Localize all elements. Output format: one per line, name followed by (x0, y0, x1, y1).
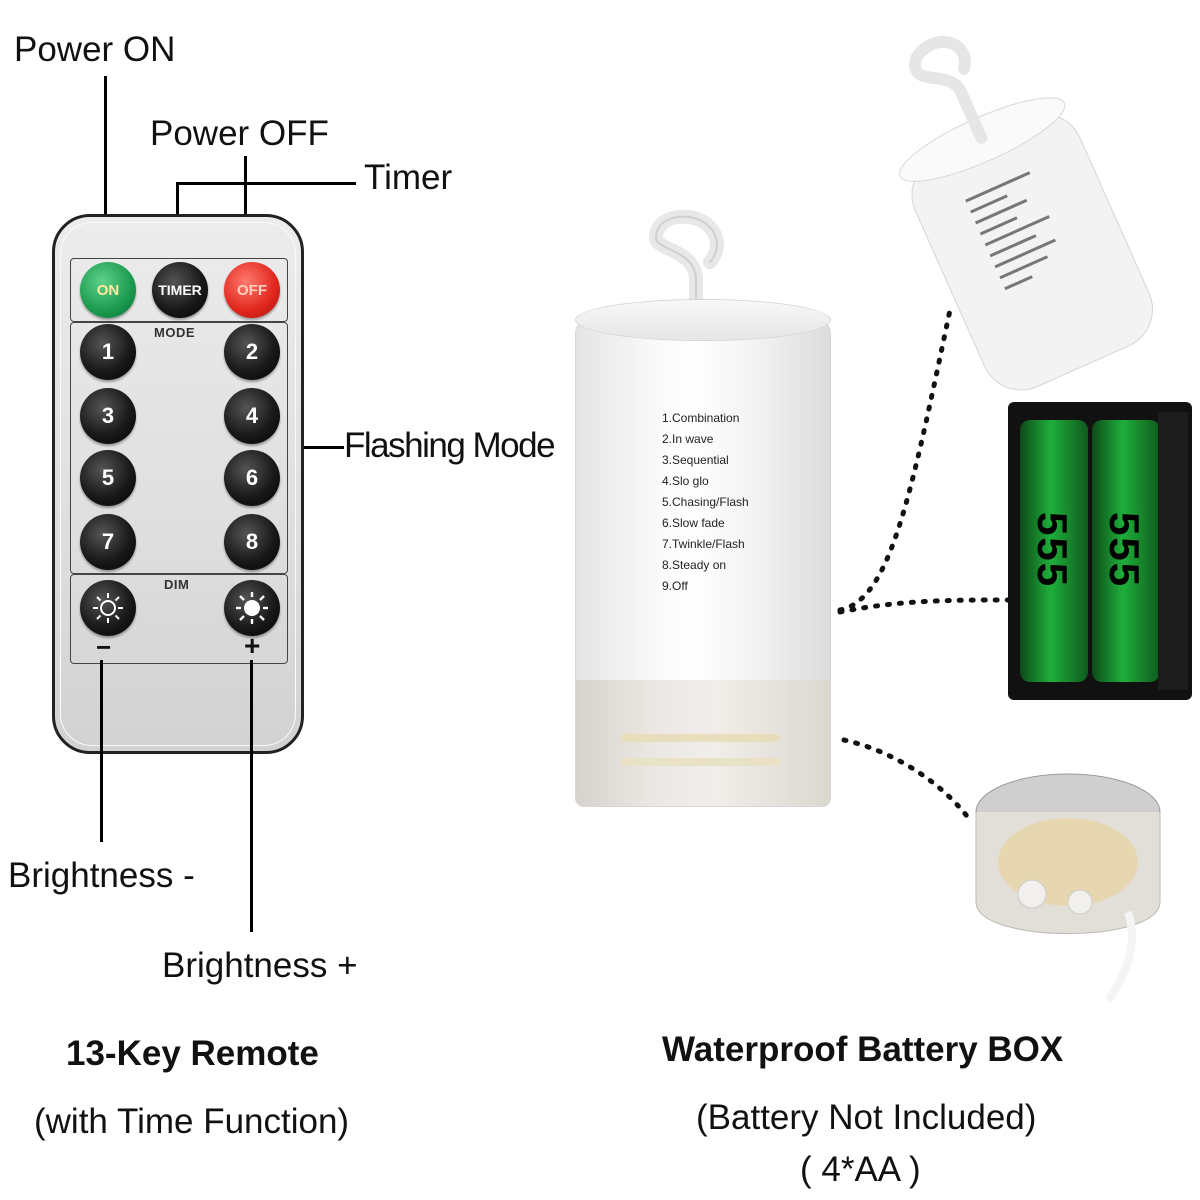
brightness-down-key[interactable] (80, 580, 136, 636)
timer-leader-line-h (176, 182, 356, 185)
flashing-mode-leader-line (288, 446, 344, 449)
brightness-up-key[interactable] (224, 580, 280, 636)
dotted-connector-lines (837, 307, 1011, 823)
mode-key-8[interactable]: 8 (224, 514, 280, 570)
battery-box-title: Waterproof Battery BOX (662, 1030, 1064, 1069)
power-on-key[interactable]: ON (80, 262, 136, 318)
brightness-minus-callout: Brightness - (8, 856, 195, 895)
battery-label: 555 (1029, 512, 1076, 589)
power-on-leader-line (104, 76, 107, 266)
remote-control-highlight (60, 222, 296, 746)
power-off-key[interactable]: OFF (224, 262, 280, 318)
mode-key-3[interactable]: 3 (80, 388, 136, 444)
mode-key-2[interactable]: 2 (224, 324, 280, 380)
mode-list-item: 4.Slo glo (662, 474, 709, 488)
power-off-callout: Power OFF (150, 114, 329, 153)
power-off-leader-line (244, 156, 247, 264)
mode-list-item: 8.Steady on (662, 558, 727, 572)
battery-box-cap-view (958, 752, 1188, 1003)
mode-list-item: 7.Twinkle/Flash (662, 537, 745, 551)
power-key-panel (70, 258, 288, 322)
mode-list-item: 3.Sequential (662, 453, 729, 467)
dim-key-panel (70, 574, 288, 664)
battery-box-subtitle: (Battery Not Included) (696, 1098, 1037, 1137)
battery-quantity: ( 4*AA ) (800, 1150, 921, 1189)
mode-list-item: 5.Chasing/Flash (662, 495, 749, 509)
flashing-mode-callout: Flashing Mode (344, 426, 556, 465)
mode-key-4[interactable]: 4 (224, 388, 280, 444)
battery-box-back-illustration (899, 35, 1153, 391)
hanging-hook-icon (648, 210, 724, 327)
remote-subtitle: (with Time Function) (34, 1102, 350, 1141)
mode-list-item: 2.In wave (662, 432, 714, 446)
cap-illustration (975, 773, 1161, 1003)
mode-list-item: 1.Combination (662, 411, 740, 425)
mode-label: MODE (154, 325, 195, 340)
flashing-mode-list: 1.Combination 2.In wave 3.Sequential 4.S… (662, 408, 749, 597)
timer-callout: Timer (364, 158, 453, 197)
minus-marker: − (96, 632, 112, 662)
battery-box-back-view (858, 20, 1178, 400)
sun-bright-icon (236, 592, 268, 624)
mode-key-6[interactable]: 6 (224, 450, 280, 506)
mode-list-item: 9.Off (662, 579, 688, 593)
power-on-callout: Power ON (14, 30, 176, 69)
battery-holder: 555 555 (1008, 402, 1192, 700)
mode-key-5[interactable]: 5 (80, 450, 136, 506)
brightness-plus-leader-line (250, 660, 253, 932)
mode-list-item: 6.Slow fade (662, 516, 725, 530)
dim-label: DIM (164, 577, 190, 592)
mode-key-1[interactable]: 1 (80, 324, 136, 380)
battery-label: 555 (1101, 512, 1148, 589)
brightness-plus-callout: Brightness + (162, 946, 358, 985)
battery-box-top (576, 300, 830, 340)
timer-key[interactable]: TIMER (152, 262, 208, 318)
sun-dim-icon (93, 593, 123, 623)
brightness-minus-leader-line (100, 660, 103, 842)
battery-box-cap (576, 680, 830, 806)
plus-marker: + (244, 630, 261, 661)
mode-key-7[interactable]: 7 (80, 514, 136, 570)
mode-key-panel (70, 322, 288, 574)
remote-title: 13-Key Remote (66, 1034, 319, 1073)
